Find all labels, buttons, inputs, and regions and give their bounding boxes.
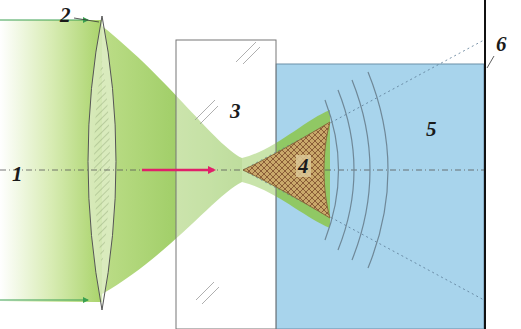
callout-number: 5: [424, 118, 439, 140]
laser-beam: [0, 20, 102, 302]
callout-number: 4: [296, 155, 311, 177]
leader-line: [74, 18, 99, 22]
lens: [88, 16, 116, 310]
callout-number: 6: [494, 33, 509, 55]
acoustic-waves: [325, 72, 388, 268]
leader-line: [487, 56, 494, 68]
glass-plate: [176, 40, 276, 329]
callout-number: 2: [58, 4, 73, 26]
callout-number: 3: [228, 100, 243, 122]
plasma-region: [243, 122, 330, 218]
direction-arrow: [142, 169, 214, 172]
screen: [484, 0, 486, 329]
callout-number: 1: [10, 163, 25, 185]
